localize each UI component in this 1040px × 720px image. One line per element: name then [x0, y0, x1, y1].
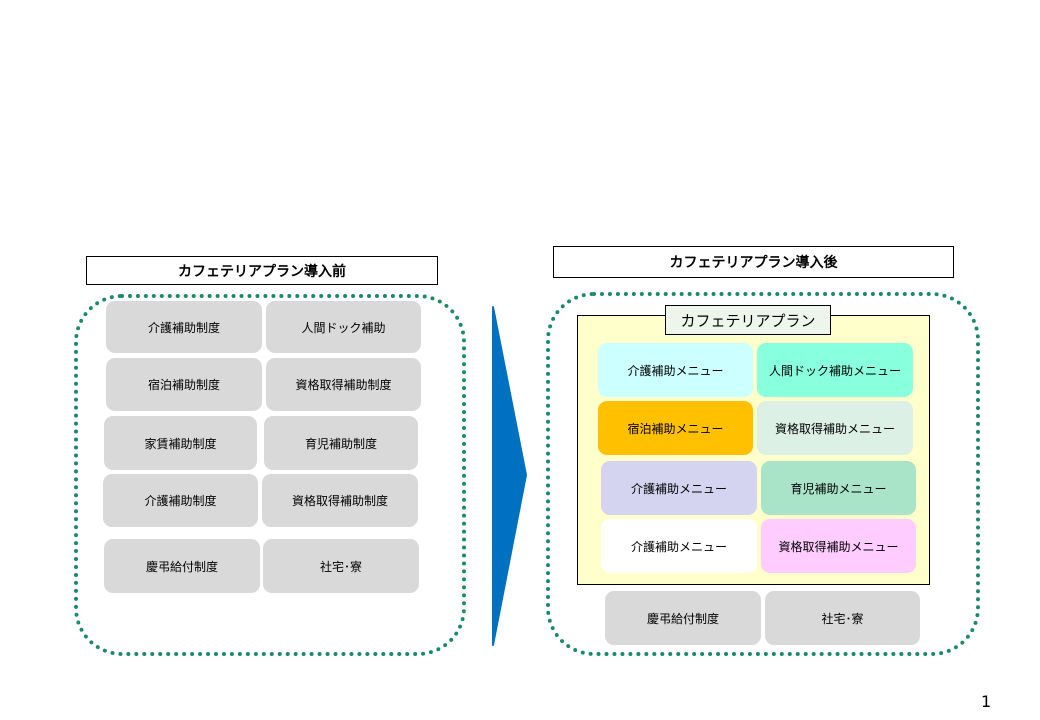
before-item: 育児補助制度 [264, 416, 418, 470]
before-item: 宿泊補助制度 [106, 358, 262, 411]
plan-item: 資格取得補助メニュー [757, 401, 913, 455]
plan-item: 人間ドック補助メニュー [757, 343, 913, 397]
before-item: 人間ドック補助 [266, 301, 421, 353]
transition-arrow-icon [492, 306, 527, 646]
plan-item: 宿泊補助メニュー [598, 401, 753, 455]
before-item: 介護補助制度 [106, 301, 262, 353]
after-title: カフェテリアプラン導入後 [553, 246, 954, 278]
before-item: 慶弔給付制度 [104, 539, 260, 593]
cafeteria-plan-label: カフェテリアプラン [665, 305, 831, 335]
plan-item: 介護補助メニュー [601, 461, 757, 515]
plan-item: 介護補助メニュー [601, 519, 757, 573]
plan-item: 介護補助メニュー [598, 343, 753, 397]
plan-item: 育児補助メニュー [761, 461, 916, 515]
before-item: 資格取得補助制度 [262, 474, 418, 527]
after-other-item: 慶弔給付制度 [605, 591, 761, 645]
before-title: カフェテリアプラン導入前 [86, 256, 438, 285]
before-item: 介護補助制度 [103, 474, 258, 527]
before-item: 家賃補助制度 [104, 416, 257, 470]
after-other-item: 社宅･寮 [765, 591, 920, 645]
after-group-border [546, 292, 980, 656]
before-item: 社宅･寮 [263, 539, 419, 593]
page-number: 1 [981, 692, 992, 711]
plan-item: 資格取得補助メニュー [761, 519, 916, 573]
before-group-border [74, 294, 466, 656]
before-item: 資格取得補助制度 [266, 358, 421, 411]
